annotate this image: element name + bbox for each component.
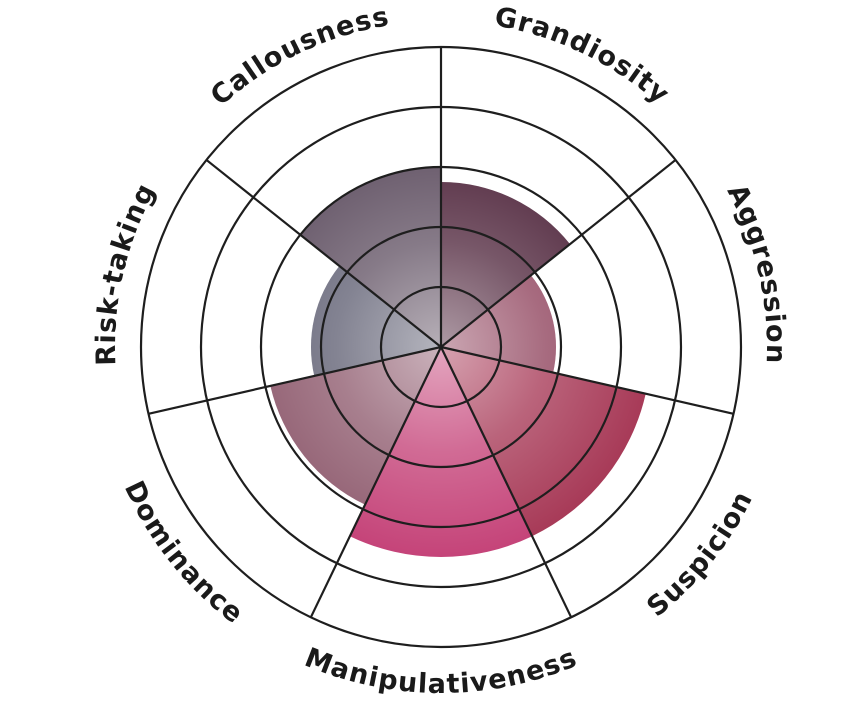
label-grandiosity: Grandiosity: [492, 2, 675, 111]
spoke-line: [440, 346, 573, 618]
spoke-line: [440, 345, 734, 415]
spoke-line: [309, 346, 442, 618]
label-manipulativeness: Manipulativeness: [300, 642, 581, 700]
center-glow: [270, 167, 646, 557]
grid-layer: [139, 45, 743, 649]
spoke-line: [205, 159, 442, 348]
spoke-line: [440, 159, 677, 348]
spoke-line: [148, 345, 442, 415]
